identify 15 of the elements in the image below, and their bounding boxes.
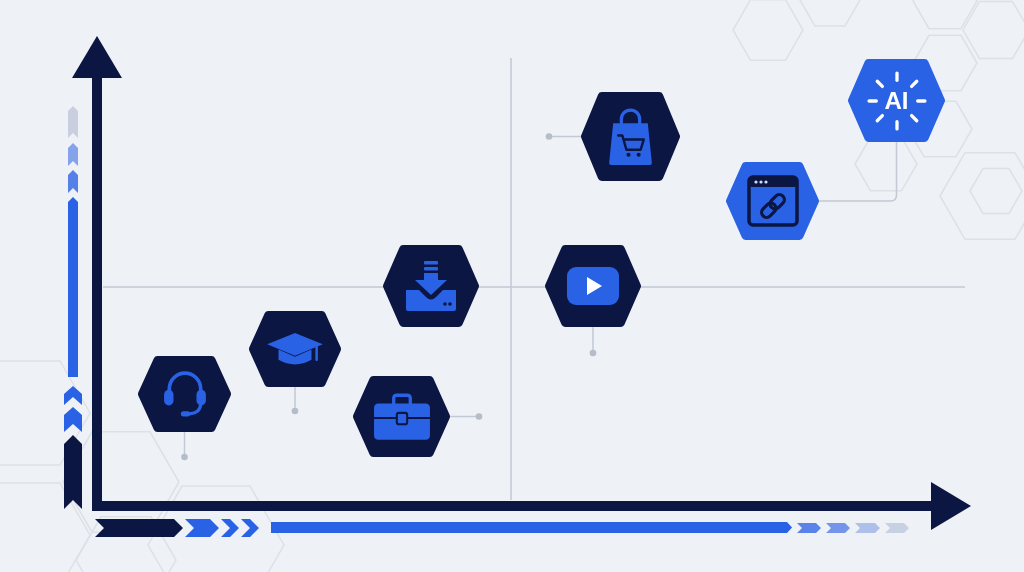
leader-line <box>291 386 299 415</box>
connector-line <box>818 141 898 202</box>
hexagon-node <box>726 162 819 240</box>
hexagon-node <box>138 356 231 432</box>
leader-line <box>589 326 597 357</box>
leader-line <box>545 133 582 140</box>
hexagon-node <box>545 245 641 327</box>
hexagon-node <box>353 376 450 457</box>
hexagon-node <box>383 245 479 327</box>
hexagon-node <box>249 311 341 387</box>
hexagon-node <box>581 92 680 181</box>
leader-line <box>449 413 483 420</box>
leader-line <box>181 431 188 461</box>
hexagon-node <box>848 59 945 142</box>
node-label: AI <box>884 88 909 113</box>
